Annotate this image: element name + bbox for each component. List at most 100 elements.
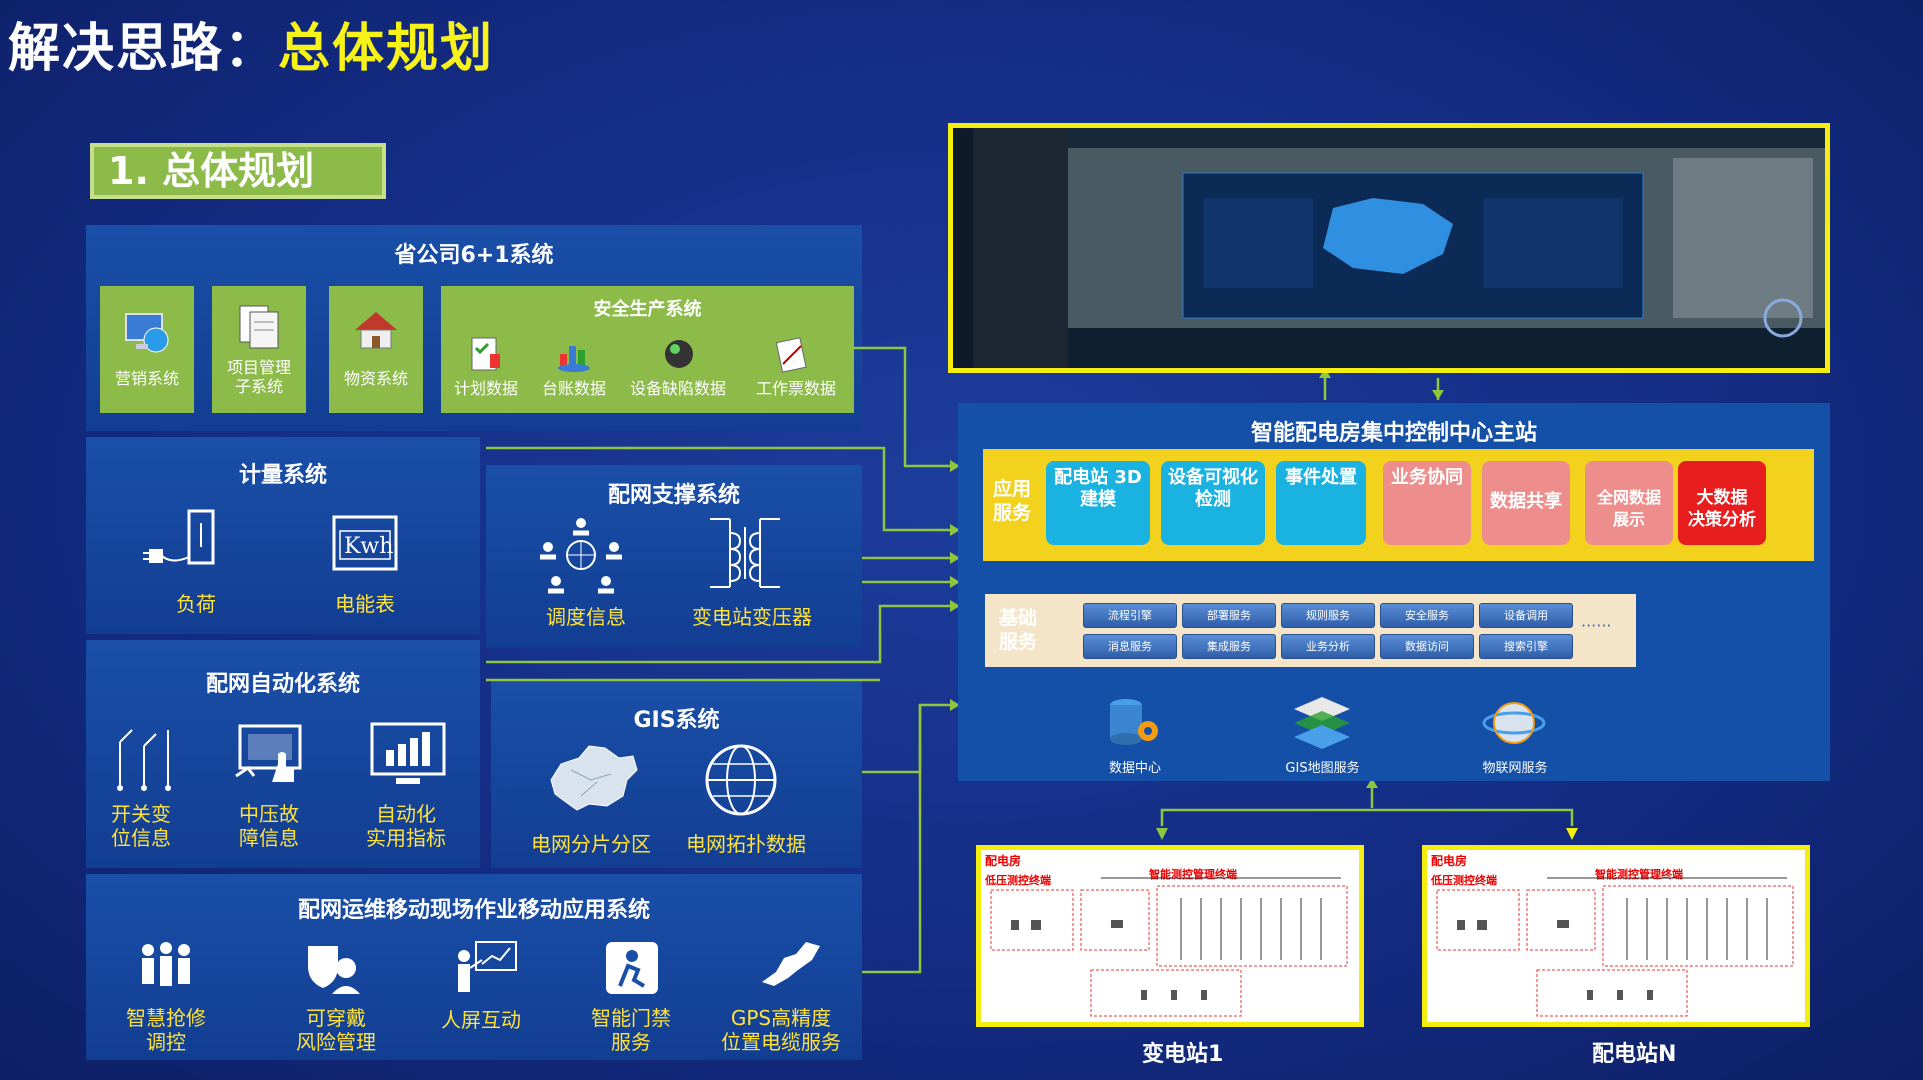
mobile-item-label: 可穿戴 风险管理 <box>296 1006 376 1054</box>
automation-item-label: 自动化 实用指标 <box>366 802 446 850</box>
provincial-title: 省公司6+1系统 <box>394 243 554 268</box>
site-room-label: 配电房 <box>985 854 1022 868</box>
access-badge-icon <box>602 938 662 998</box>
provincial-panel: 省公司6+1系统 营销系统 项目管理 子系统 物资系统 安全生产系统 计划数据 … <box>86 225 862 431</box>
iot-globe-icon <box>1482 693 1546 753</box>
control-center-screenshot <box>948 123 1830 373</box>
svg-text:Kwh: Kwh <box>344 534 393 559</box>
app-data-sharing-button[interactable]: 数据共享 <box>1482 461 1570 545</box>
marketing-system-box: 营销系统 <box>100 286 194 413</box>
dashboard-image <box>953 128 1825 368</box>
safety-item-label: 台账数据 <box>541 379 606 398</box>
mobile-panel: 配网运维移动现场作业移动应用系统 智慧抢修 调控 可穿戴 风险管理 人屏互动 智… <box>86 874 862 1060</box>
project-system-box: 项目管理 子系统 <box>212 286 306 413</box>
wearable-shield-icon <box>302 938 366 998</box>
support-title: 配网支撑系统 <box>607 483 740 508</box>
site-left-terminal: 低压测控终端 <box>985 874 1051 887</box>
gis-item-label: 电网分片分区 <box>531 832 651 856</box>
safety-item-label: 设备缺陷数据 <box>629 379 726 398</box>
automation-item-label: 中压故 障信息 <box>239 802 299 850</box>
plug-icon <box>141 507 221 572</box>
master-title: 智能配电房集中控制中心主站 <box>1250 421 1537 446</box>
app-bigdata-button[interactable]: 大数据 决策分析 <box>1678 461 1766 545</box>
application-services-bar: 应用 服务 配电站 3D建模 设备可视化 检测 事件处置 业务协同 数据共享 全… <box>983 449 1814 561</box>
project-system-label: 项目管理 子系统 <box>226 358 291 396</box>
house-icon <box>351 308 401 352</box>
transformer-icon <box>700 513 790 593</box>
ticket-icon <box>771 334 811 374</box>
site-name-label: 变电站1 <box>1142 1042 1224 1067</box>
service-message[interactable]: 消息服务 <box>1083 634 1177 659</box>
safety-item-label: 工作票数据 <box>755 379 836 398</box>
mobile-item-label: 智慧抢修 调控 <box>126 1006 206 1054</box>
app-collaboration-button[interactable]: 业务协同 <box>1383 461 1471 545</box>
metering-item-label: 电能表 <box>335 592 395 616</box>
site-room-label: 配电房 <box>1431 854 1468 868</box>
bottom-service-label: 数据中心 <box>1108 761 1161 776</box>
support-item-label: 调度信息 <box>546 605 626 629</box>
switch-icon <box>110 722 180 792</box>
metering-panel: 计量系统 负荷 Kwh 电能表 <box>86 437 480 634</box>
base-services-bar: 基础 服务 流程引擎 部署服务 规则服务 安全服务 设备调用 消息服务 集成服务… <box>985 594 1636 667</box>
service-security[interactable]: 安全服务 <box>1380 603 1474 628</box>
app-services-label: 应用 服务 <box>993 478 1032 524</box>
safety-item-label: 计划数据 <box>453 379 518 398</box>
material-system-label: 物资系统 <box>343 369 408 388</box>
monitor-chart-icon <box>368 720 448 790</box>
kwh-meter-icon: Kwh <box>330 513 400 573</box>
metering-item-label: 负荷 <box>176 592 216 616</box>
bottom-service-label: GIS地图服务 <box>1285 761 1360 776</box>
service-integration[interactable]: 集成服务 <box>1182 634 1276 659</box>
sphere-icon <box>659 334 699 374</box>
section-tab: 1. 总体规划 <box>90 143 386 199</box>
automation-panel: 配网自动化系统 开关变 位信息 中压故 障信息 自动化 实用指标 <box>86 640 480 868</box>
gis-item-label: 电网拓扑数据 <box>686 832 806 856</box>
base-services-label: 基础 服务 <box>999 607 1038 653</box>
service-data-access[interactable]: 数据访问 <box>1380 634 1474 659</box>
gis-title: GIS系统 <box>633 708 720 733</box>
app-network-data-button[interactable]: 全网数据 展示 <box>1585 461 1673 545</box>
app-3d-modeling-button[interactable]: 配电站 3D建模 <box>1046 461 1150 545</box>
checklist-icon <box>466 334 506 374</box>
service-search[interactable]: 搜索引擎 <box>1479 634 1573 659</box>
service-device-call[interactable]: 设备调用 <box>1479 603 1573 628</box>
chart-icon <box>554 334 594 374</box>
documents-icon <box>234 302 284 352</box>
computer-globe-icon <box>122 308 172 358</box>
wiring-diagram <box>990 877 1348 1017</box>
site-name-label: 配电站N <box>1592 1042 1677 1067</box>
gis-panel: GIS系统 电网分片分区 电网拓扑数据 <box>491 680 862 868</box>
services-more: ······ <box>1581 616 1612 635</box>
touch-screen-icon <box>234 720 314 790</box>
china-map-icon <box>541 740 641 820</box>
presenter-icon <box>450 938 520 998</box>
service-analysis[interactable]: 业务分析 <box>1281 634 1375 659</box>
service-rules[interactable]: 规则服务 <box>1281 603 1375 628</box>
service-flow-engine[interactable]: 流程引擎 <box>1083 603 1177 628</box>
support-panel: 配网支撑系统 调度信息 变电站变压器 <box>486 465 862 648</box>
site-left-terminal: 低压测控终端 <box>1431 874 1497 887</box>
wiring-diagram <box>1436 877 1794 1017</box>
safety-title: 安全生产系统 <box>593 299 702 320</box>
safety-production-box: 安全生产系统 计划数据 台账数据 设备缺陷数据 工作票数据 <box>441 286 854 413</box>
marketing-system-label: 营销系统 <box>114 369 179 388</box>
mobile-item-label: GPS高精度 位置电缆服务 <box>721 1006 841 1054</box>
app-event-handling-button[interactable]: 事件处置 <box>1276 461 1366 545</box>
material-system-box: 物资系统 <box>329 286 423 413</box>
gps-map-icon <box>756 936 826 996</box>
substation-diagram-n: 配电房 低压测控终端 智能测控管理终端 <box>1422 845 1810 1027</box>
substation-diagram-1: 配电房 低压测控终端 智能测控管理终端 <box>976 845 1364 1027</box>
map-layers-icon <box>1290 693 1354 753</box>
database-gear-icon <box>1104 693 1164 753</box>
bottom-service-label: 物联网服务 <box>1482 761 1548 776</box>
automation-title: 配网自动化系统 <box>205 672 360 697</box>
workers-icon <box>134 938 198 998</box>
automation-item-label: 开关变 位信息 <box>111 802 171 850</box>
globe-network-icon <box>701 740 781 820</box>
app-visual-detection-button[interactable]: 设备可视化 检测 <box>1161 461 1265 545</box>
page-title: 解决思路：总体规划 <box>8 19 495 79</box>
metering-title: 计量系统 <box>238 463 327 488</box>
mobile-title: 配网运维移动现场作业移动应用系统 <box>297 898 650 923</box>
mobile-item-label: 智能门禁 服务 <box>591 1006 671 1054</box>
service-deploy[interactable]: 部署服务 <box>1182 603 1276 628</box>
